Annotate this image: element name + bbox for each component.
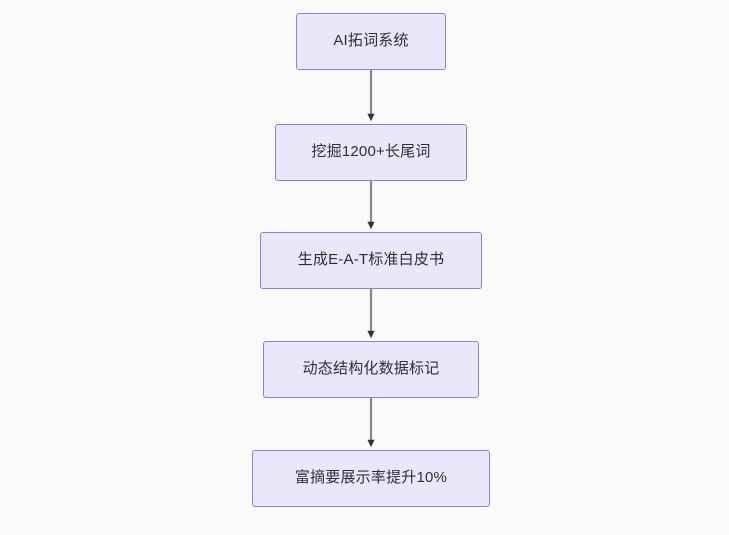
flow-node-dynamic-structured-data-markup[interactable]: 动态结构化数据标记 (263, 341, 479, 398)
flow-node-generate-eat-whitepaper[interactable]: 生成E-A-T标准白皮书 (260, 232, 482, 289)
flow-node-mine-longtail-keywords[interactable]: 挖掘1200+长尾词 (275, 124, 467, 181)
flow-node-ai-keyword-system[interactable]: AI拓词系统 (296, 13, 446, 70)
flow-node-label: 生成E-A-T标准白皮书 (297, 251, 445, 269)
flow-node-label: 挖掘1200+长尾词 (311, 143, 431, 161)
flow-node-label: 富摘要展示率提升10% (294, 469, 448, 487)
flow-node-label: AI拓词系统 (333, 32, 409, 50)
flow-node-label: 动态结构化数据标记 (302, 360, 440, 378)
flow-node-rich-snippet-rate-increase[interactable]: 富摘要展示率提升10% (252, 450, 490, 507)
